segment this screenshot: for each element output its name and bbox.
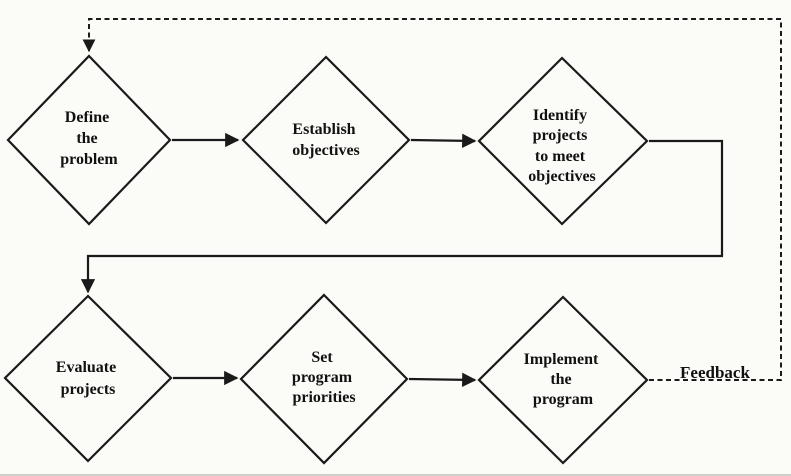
diamond-shape xyxy=(241,55,411,225)
feedback-dashed-connector xyxy=(82,18,782,381)
node-identify-projects-to-meet-objectives xyxy=(477,56,649,226)
edge-set-to-implement xyxy=(408,372,477,387)
nodes-group xyxy=(3,54,649,465)
diamond-shape xyxy=(6,54,172,226)
node-establish-objectives xyxy=(241,55,411,225)
diamond-shape xyxy=(477,295,649,465)
node-label-set-program-priorities: Set program priorities xyxy=(292,349,356,406)
node-evaluate-projects xyxy=(3,294,173,463)
feedback-label: Feedback xyxy=(680,363,750,382)
diamond-shape xyxy=(239,293,409,465)
edge-establish-to-identify xyxy=(410,133,477,148)
diamond-shape xyxy=(477,56,649,226)
node-define-the-problem xyxy=(6,54,172,226)
node-implement-the-program xyxy=(477,295,649,465)
node-label-establish-objectives: Establish objectives xyxy=(292,121,360,159)
labels-group: Define the problem Establish objectives … xyxy=(56,107,751,408)
node-label-implement-the-program: Implement the program xyxy=(524,351,603,408)
scan-edge-artifact xyxy=(0,474,791,476)
edge-identify-to-evaluate-elbow xyxy=(80,139,724,294)
diamond-shape xyxy=(3,294,173,463)
node-label-evaluate-projects: Evaluate projects xyxy=(56,359,120,398)
node-label-identify-projects: Identify projects to meet objectives xyxy=(528,107,596,185)
edges-group xyxy=(80,18,782,387)
node-label-define-the-problem: Define the problem xyxy=(60,109,118,168)
node-set-program-priorities xyxy=(239,293,409,465)
